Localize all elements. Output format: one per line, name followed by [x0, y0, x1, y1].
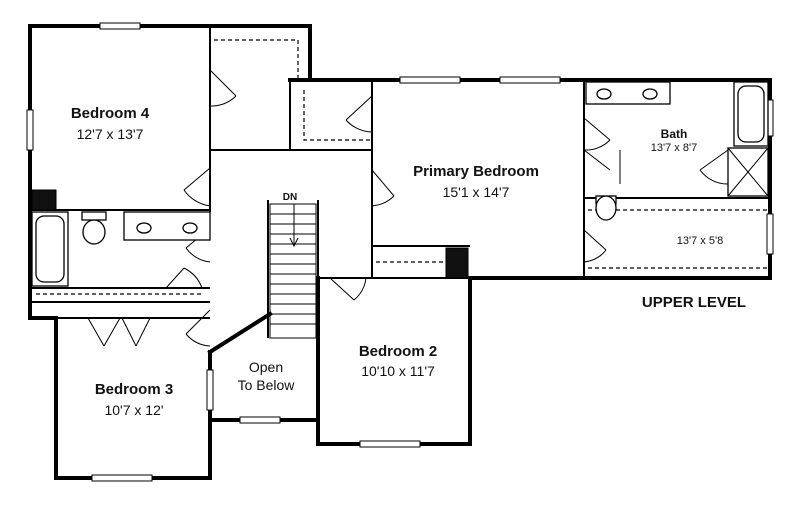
bedroom3-dims: 10'7 x 12': [104, 402, 163, 418]
interior-walls: [30, 26, 770, 338]
fixtures: [31, 81, 769, 287]
open-to-below-line2: To Below: [238, 377, 296, 393]
closet-shelves: [36, 39, 768, 295]
primary-dims: 15'1 x 14'7: [443, 184, 510, 200]
doors: [87, 69, 729, 347]
bedroom2-name: Bedroom 2: [359, 343, 437, 360]
room-labels: Bedroom 4 12'7 x 13'7 Primary Bedroom 15…: [71, 105, 746, 418]
stairs: [269, 203, 317, 339]
primary-name: Primary Bedroom: [413, 163, 539, 180]
windows: [26, 22, 774, 482]
level-label: UPPER LEVEL: [642, 294, 746, 311]
bedroom2-dims: 10'10 x 11'7: [361, 363, 435, 379]
bedroom3-name: Bedroom 3: [95, 381, 173, 398]
open-to-below-line1: Open: [249, 359, 283, 375]
bedroom4-name: Bedroom 4: [71, 105, 150, 122]
bath-name: Bath: [661, 127, 688, 141]
bath-dims: 13'7 x 8'7: [651, 142, 697, 154]
closet-dims: 13'7 x 5'8: [677, 235, 723, 247]
bedroom4-dims: 12'7 x 13'7: [77, 126, 144, 142]
stair-direction-label: DN: [283, 192, 297, 203]
